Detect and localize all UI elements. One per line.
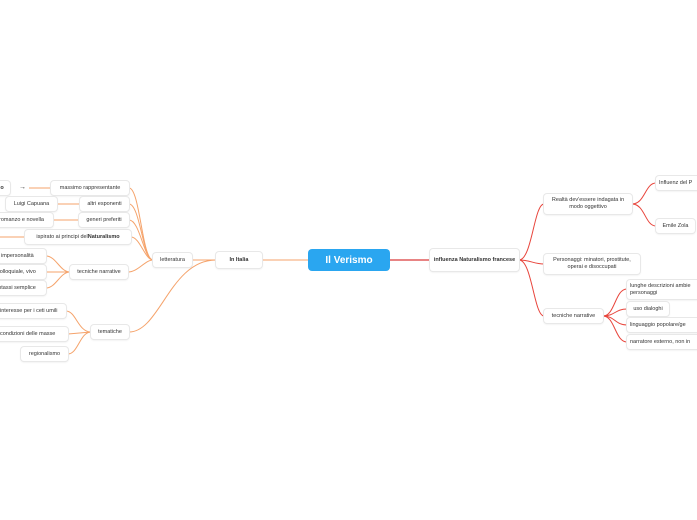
link-naturalismo-realta [518,203,545,261]
arrow-right-icon: → [19,184,26,191]
node-tecniche-narrative-right[interactable]: tecniche narrative [544,309,603,323]
node-tematiche[interactable]: tematiche [91,325,129,339]
link-rtecniche-lunghe [602,288,628,317]
node-romanzo-e-novella[interactable]: romanzo e novella [0,213,53,227]
node-lunghe-descrizioni[interactable]: lunghe descrizioni ambie personaggi [627,280,697,299]
node-generi-preferiti[interactable]: generi preferiti [79,213,129,227]
node-influenz-del-p[interactable]: Influenz del P [656,176,697,190]
ispirato-text: ispirato ai principi del [36,233,88,240]
node-altri-esponenti[interactable]: altri esponenti [80,197,129,211]
branch-influenza-naturalismo[interactable]: influenza Naturalismo francese [430,249,519,271]
node-ispirato-naturalismo[interactable]: ispirato ai principi del Naturalismo [25,230,131,244]
node-tecniche-narrative-left[interactable]: tecniche narrative [70,265,128,279]
node-realta-oggettivo[interactable]: Realtà dev'essere indagata in modo ogget… [544,194,632,214]
branch-in-italia[interactable]: In Italia [216,252,262,268]
node-impersonalita[interactable]: impersonalità [0,249,46,263]
node-linguaggio-popolare[interactable]: linguaggio popolare/ge [627,318,697,332]
link-naturalismo-personaggi [518,259,545,265]
link-letteratura-ispirato [130,236,154,261]
node-personaggi[interactable]: Personaggi: minatori, prostitute, operai… [544,254,640,274]
link-rtecniche-narratore [602,315,628,343]
node-sintassi-semplice[interactable]: intassi semplice [0,281,46,295]
link-letteratura-altri [128,203,154,261]
link-letteratura-massimo [128,187,154,261]
link-letteratura-tecniche [127,259,154,273]
node-narratore-esterno[interactable]: narratore esterno, non in [627,335,697,349]
central-topic-il-verismo[interactable]: Il Verismo [308,249,390,271]
link-realta-influenz [631,182,657,205]
node-verga[interactable]: go [0,181,10,195]
link-tematiche-regionalismo [67,331,92,355]
node-luigi-capuana[interactable]: Luigi Capuana [6,197,57,211]
link-naturalismo-tecniche [518,259,545,317]
node-regionalismo[interactable]: regionalismo [21,347,68,361]
node-condizioni-masse[interactable]: condizioni delle masse [0,327,68,341]
node-uso-dialoghi[interactable]: uso dialoghi [627,302,669,316]
node-emile-zola[interactable]: Emile Zola [656,219,695,233]
link-tecniche-impersonalita [45,255,71,273]
link-realta-zola [631,203,657,227]
node-letteratura[interactable]: letteratura [153,253,192,267]
node-massimo-rappresentante[interactable]: massimo rappresentante [51,181,129,195]
link-tecniche-sintassi [45,271,71,289]
ispirato-bold-text: Naturalismo [87,233,120,240]
link-tematiche-interesse [65,310,92,333]
link-tematiche-condizioni [67,331,92,335]
node-interesse-ceti-umili[interactable]: interesse per i ceti umili [0,304,66,318]
node-colloquiale-vivo[interactable]: colloquiale, vivo [0,265,46,279]
link-italia-tematiche [128,259,217,333]
